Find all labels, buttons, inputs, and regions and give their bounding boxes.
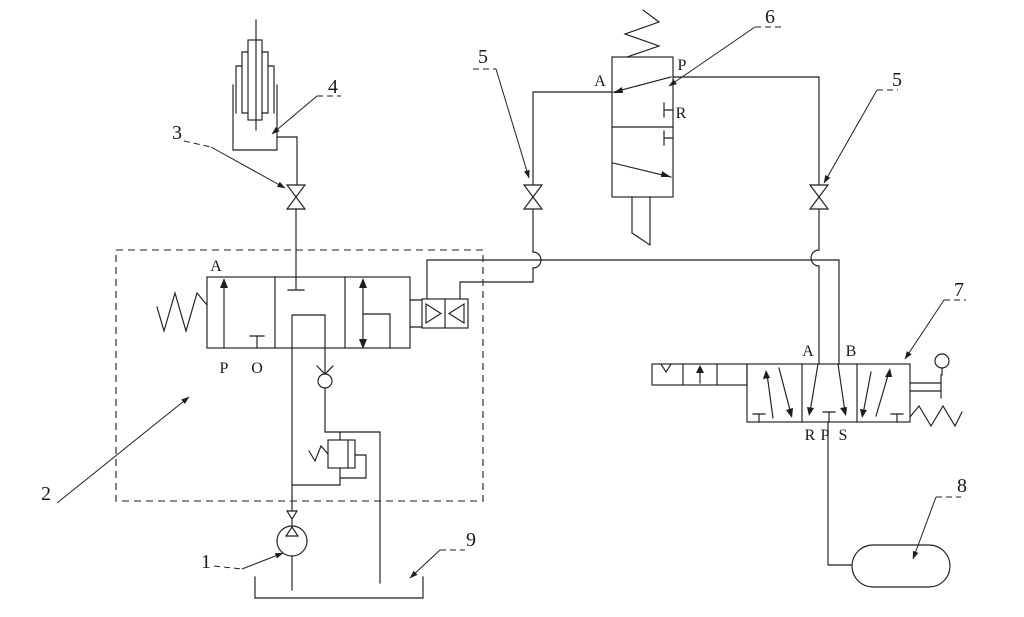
callout-5-left: 5 xyxy=(478,46,488,68)
port-label-r: R xyxy=(676,105,687,122)
port-label-p: P xyxy=(220,360,229,377)
valve-ball xyxy=(317,373,333,389)
callout-4: 4 xyxy=(328,76,338,98)
callout-3: 3 xyxy=(172,122,182,144)
flow-arrow xyxy=(613,87,623,93)
valve-spring xyxy=(623,9,661,58)
pilot-triangle-right xyxy=(425,302,443,325)
callout-leaders xyxy=(56,26,966,579)
air-filter xyxy=(232,19,278,151)
relief-valve xyxy=(308,439,367,479)
shutoff-valve-5-left xyxy=(522,184,544,210)
port-label-a: A xyxy=(802,343,814,360)
plunger-actuator xyxy=(631,196,651,246)
port-label-s: S xyxy=(839,427,848,444)
pump xyxy=(276,510,308,557)
port-label-a: A xyxy=(594,73,606,90)
distribution-valve: A B R P S xyxy=(651,343,963,444)
relief-spring xyxy=(308,444,329,463)
callout-6: 6 xyxy=(765,6,775,28)
valve-body xyxy=(206,276,411,349)
pump-flow-triangle xyxy=(284,525,300,537)
port-label-b: B xyxy=(846,343,857,360)
manual-knob xyxy=(934,353,950,369)
accumulator xyxy=(851,544,951,588)
detent-notch xyxy=(660,363,672,374)
return-spring xyxy=(156,290,208,334)
callout-2: 2 xyxy=(41,483,51,505)
flow-arrow xyxy=(661,171,671,177)
shutoff-valve-3 xyxy=(285,184,307,210)
port-label-p: P xyxy=(678,57,687,74)
port-label-p: P xyxy=(821,427,830,444)
pilot-directional-valve: A P O xyxy=(156,258,469,377)
flow-arrow-up xyxy=(220,278,228,288)
return-spring xyxy=(909,404,963,428)
callout-8: 8 xyxy=(957,475,967,497)
pipe-network xyxy=(276,76,853,591)
control-valve: A P R xyxy=(594,9,687,246)
check-valve xyxy=(316,365,334,389)
port-label-o: O xyxy=(251,360,263,377)
inlet-triangle xyxy=(285,510,299,521)
shutoff-valve-5-right xyxy=(808,184,830,210)
manual-knob-rod xyxy=(909,367,943,399)
callout-1: 1 xyxy=(201,551,211,573)
port-label-r: R xyxy=(805,427,816,444)
tank xyxy=(254,576,424,599)
callout-7: 7 xyxy=(954,279,964,301)
pilot-triangle-left xyxy=(447,302,465,325)
callout-9: 9 xyxy=(466,529,476,551)
valve-unit-enclosure xyxy=(115,249,484,502)
callout-numbers: 1 2 3 4 5 5 6 7 8 9 xyxy=(41,6,967,573)
callout-5-right: 5 xyxy=(892,69,902,91)
port-label-a: A xyxy=(210,258,222,275)
